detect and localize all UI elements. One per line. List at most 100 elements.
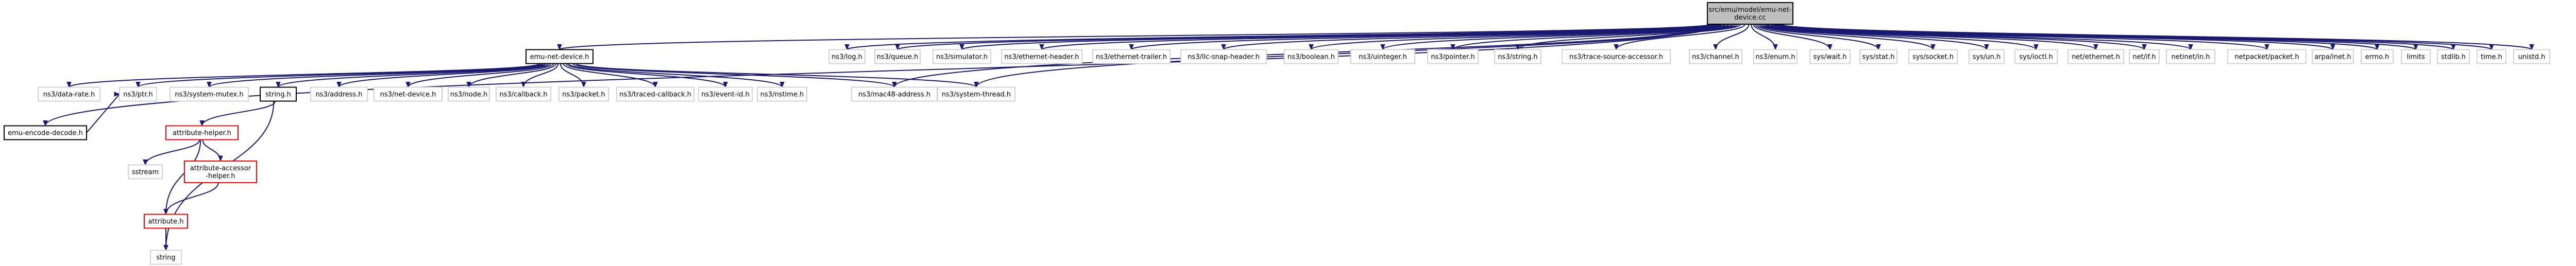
edge-root-to-ns3-system-thread <box>976 24 1720 87</box>
node-label: ns3/nstime.h <box>760 91 804 99</box>
edge-arrowhead <box>466 82 471 88</box>
node-label: ns3/address.h <box>315 91 362 99</box>
node-label: ns3/llc-snap-header.h <box>1188 54 1260 61</box>
node-string-h[interactable]: string.h <box>260 86 297 102</box>
edge-root-to-ns3-pointer <box>1452 24 1739 50</box>
node-box <box>2227 49 2307 64</box>
node-label: time.h <box>2481 54 2502 61</box>
node-ns3-data-rate: ns3/data-rate.h <box>38 86 100 102</box>
node-ns3-uinteger: ns3/uinteger.h <box>1350 49 1415 64</box>
node-box <box>2166 49 2215 64</box>
node-box <box>933 49 991 64</box>
node-label: string.h <box>265 91 291 99</box>
node-box <box>310 86 368 102</box>
node-label: ns3/string.h <box>1498 54 1537 61</box>
node-ns3-trace-source-accessor: ns3/trace-source-accessor.h <box>1562 49 1671 64</box>
node-box <box>2361 49 2394 64</box>
node-box <box>184 161 257 183</box>
edge-arrowhead <box>844 44 850 50</box>
edge-root-to-emu-net-device-h <box>559 24 1711 50</box>
node-box <box>1859 49 1897 64</box>
node-ns3-simulator: ns3/simulator.h <box>933 49 991 64</box>
edge-arrowhead <box>1129 44 1134 50</box>
edge-root-to-unistd <box>1781 24 2532 50</box>
node-box <box>1350 49 1415 64</box>
node-label: net/if.h <box>2132 54 2156 61</box>
node-box <box>150 250 182 265</box>
node-box <box>2513 49 2550 64</box>
node-ns3-channel: ns3/channel.h <box>1689 49 1742 64</box>
edge-emu-net-device-h-to-ns3-system-mutex <box>209 63 546 88</box>
node-label: emu-net-device.h <box>530 54 589 61</box>
edge-arrowhead <box>276 82 281 88</box>
node-label: attribute-accessor <box>190 165 251 172</box>
edge-arrowhead <box>2033 44 2039 50</box>
node-label: errno.h <box>2365 54 2389 61</box>
node-sys-wait: sys/wait.h <box>1809 49 1851 64</box>
node-box <box>1707 2 1793 25</box>
node-label: ns3/node.h <box>450 91 487 99</box>
node-label: netinet/in.h <box>2172 54 2210 61</box>
node-box <box>2437 49 2470 64</box>
node-label: limits <box>2406 54 2425 61</box>
node-box <box>851 86 938 102</box>
node-box <box>937 86 1015 102</box>
node-box <box>698 86 753 102</box>
edge-arrowhead <box>66 82 72 88</box>
node-box <box>119 86 157 102</box>
node-errno: errno.h <box>2361 49 2394 64</box>
node-label: netpacket/packet.h <box>2234 54 2299 61</box>
edge-arrowhead <box>1309 44 1314 50</box>
edge-arrowhead <box>1039 44 1044 50</box>
node-netpacket-packet: netpacket/packet.h <box>2227 49 2307 64</box>
edge-root-to-sys-un <box>1759 24 1987 50</box>
node-label: arpa/inet.h <box>2314 54 2351 61</box>
node-box <box>2067 49 2124 64</box>
node-attribute-helper[interactable]: attribute-helper.h <box>165 125 239 140</box>
node-box <box>165 125 239 140</box>
node-string-std: string <box>150 250 182 265</box>
edge-emu-net-device-h-to-ns3-data-rate <box>69 63 540 88</box>
node-label: ns3/ethernet-header.h <box>1004 54 1079 61</box>
node-box <box>558 86 609 102</box>
node-label: sstream <box>132 169 159 176</box>
edge-root-to-sys-socket <box>1757 24 1934 50</box>
node-emu-net-device-h[interactable]: emu-net-device.h <box>526 49 594 64</box>
node-box <box>4 125 87 140</box>
node-box <box>1180 49 1267 64</box>
node-label: unistd.h <box>2518 54 2546 61</box>
node-box <box>2129 49 2160 64</box>
node-label: ns3/uinteger.h <box>1359 54 1407 61</box>
node-label: ns3/simulator.h <box>936 54 988 61</box>
node-label: sys/socket.h <box>1912 54 1954 61</box>
edge-arrowhead <box>895 44 900 50</box>
node-attribute-accessor-helper[interactable]: attribute-accessor-helper.h <box>184 161 257 183</box>
node-attribute-h[interactable]: attribute.h <box>144 214 188 229</box>
node-box <box>1092 49 1171 64</box>
edge-arrowhead <box>974 82 979 88</box>
node-ns3-ptr: ns3/ptr.h <box>119 86 157 102</box>
edge-emu-net-device-h-to-ns3-address <box>338 63 551 88</box>
edge-arrowhead <box>2529 44 2534 50</box>
edge-arrowhead <box>1984 44 1989 50</box>
node-box <box>2312 49 2354 64</box>
edge-arrowhead <box>135 82 141 88</box>
edge-root-to-ns3-ethernet-trailer <box>1131 24 1726 50</box>
node-net-ethernet: net/ethernet.h <box>2067 49 2124 64</box>
node-emu-encode-decode[interactable]: emu-encode-decode.h <box>4 125 87 140</box>
node-root[interactable]: src/emu/model/emu-net-device.cc <box>1707 2 1793 25</box>
edge-arrowhead <box>581 82 586 88</box>
edge-arrowhead <box>2413 44 2418 50</box>
edge-arrowhead <box>2264 44 2269 50</box>
node-label: sys/un.h <box>1973 54 2001 61</box>
node-ns3-llc-snap: ns3/llc-snap-header.h <box>1180 49 1267 64</box>
node-label: attribute.h <box>148 218 183 226</box>
node-label: string <box>156 254 175 262</box>
edge-root-to-emu-encode-decode <box>45 24 1711 126</box>
edge-arrowhead <box>1614 44 1619 50</box>
edge-root-to-ns3-trace-source-accessor <box>1616 24 1745 50</box>
node-label: net/ethernet.h <box>2072 54 2120 61</box>
node-box <box>828 49 866 64</box>
node-box <box>874 49 921 64</box>
edge-arrowhead <box>959 44 964 50</box>
